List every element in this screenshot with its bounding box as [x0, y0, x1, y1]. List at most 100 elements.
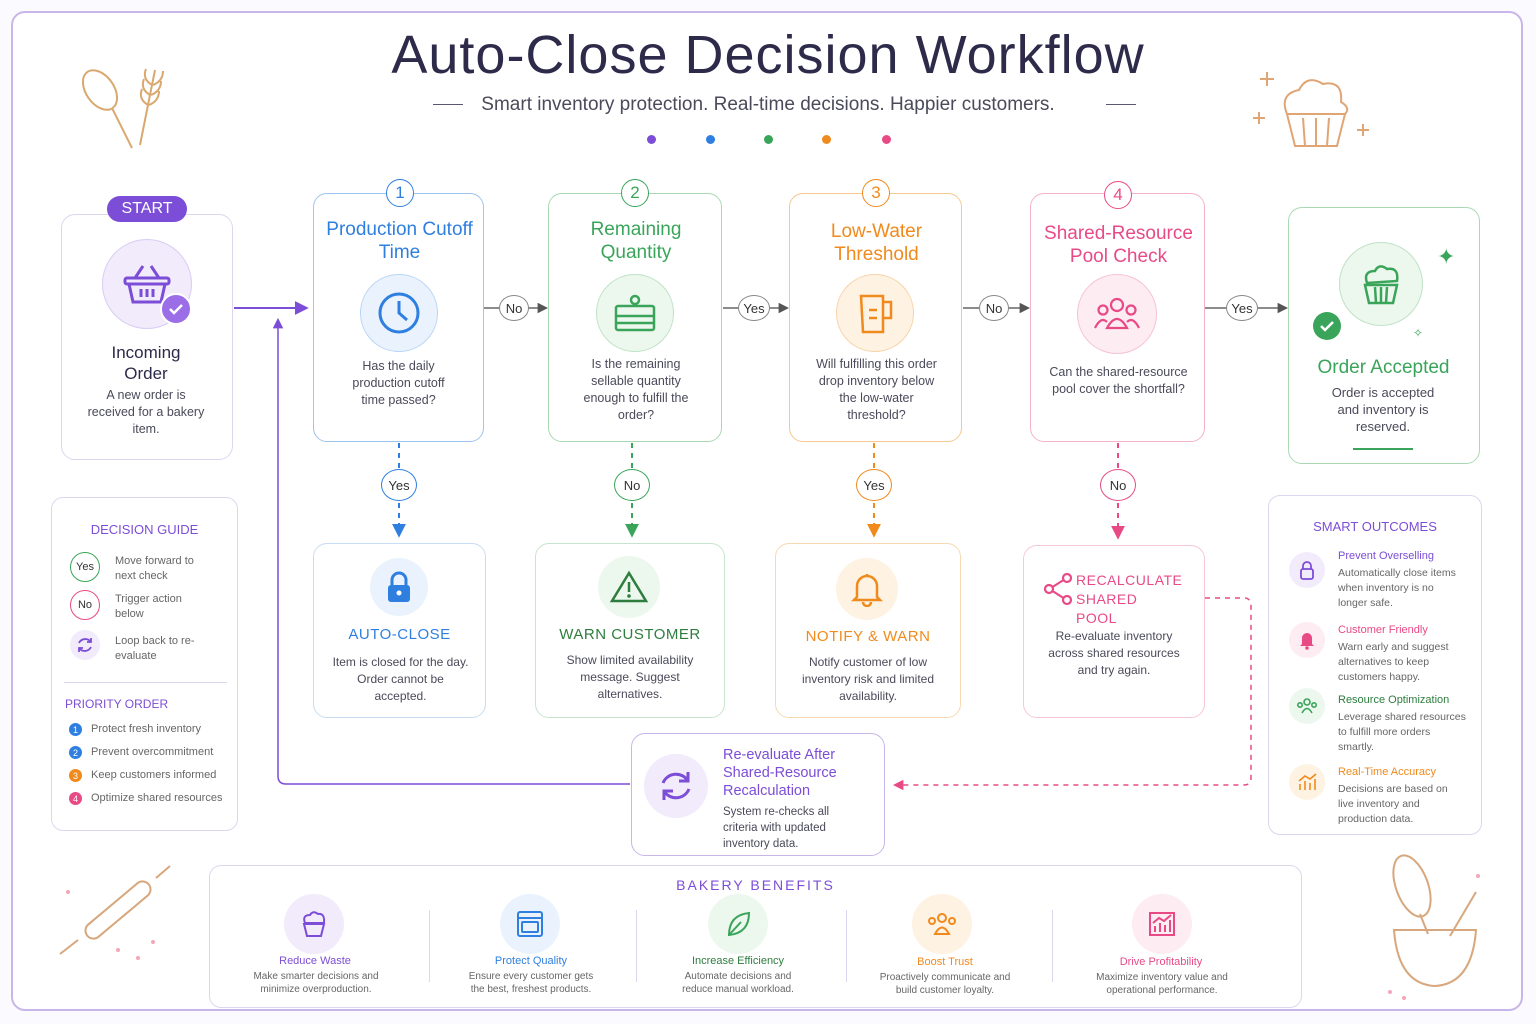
priority-4-number: 4: [69, 792, 82, 805]
outcome-1-text: Automatically close items when inventory…: [1338, 567, 1456, 609]
step-1-no-pill: No: [499, 295, 529, 321]
benefit-3-text: Automate decisions and reduce manual wor…: [682, 971, 794, 995]
step-1-yes-pill: Yes: [381, 469, 417, 501]
team-icon: [1077, 274, 1157, 354]
priority-1-number: 1: [69, 723, 82, 736]
step-1-title: Production Cutoff Time: [326, 219, 473, 263]
order-accepted-description: Order is accepted and inventory is reser…: [1331, 385, 1435, 434]
guide-no-text: Trigger action below: [115, 593, 182, 620]
step-4-no-pill: No: [1100, 469, 1136, 501]
step-2-card: Remaining Quantity Is the remaining sell…: [548, 193, 722, 442]
team-icon: [1289, 688, 1325, 724]
step-2-question: Is the remaining sellable quantity enoug…: [583, 357, 689, 422]
clock-icon: [360, 274, 438, 352]
priority-order-title: PRIORITY ORDER: [65, 697, 169, 711]
step-4-question: Can the shared-resource pool cover the s…: [1049, 365, 1188, 396]
benefit-1-title: Reduce Waste: [279, 955, 351, 967]
step-1-card: Production Cutoff Time Has the daily pro…: [313, 193, 484, 442]
subtitle-rule-right: [1106, 104, 1136, 105]
subtitle-rule-left: [433, 104, 463, 105]
cupcake-icon: [1339, 242, 1423, 326]
benefit-1-text: Make smarter decisions and minimize over…: [253, 971, 379, 995]
chart-icon: [1289, 764, 1325, 800]
color-dot: [822, 135, 831, 144]
step-4-yes-pill: Yes: [1226, 295, 1258, 321]
auto-close-title: AUTO-CLOSE: [348, 626, 451, 643]
page-subtitle: Smart inventory protection. Real-time de…: [481, 94, 1055, 115]
step-1-number: 1: [386, 179, 414, 207]
outcome-2-text: Warn early and suggest alternatives to k…: [1338, 641, 1449, 683]
color-dot: [764, 135, 773, 144]
benefit-2-text: Ensure every customer gets the best, fre…: [468, 971, 594, 995]
mixing-bowl-illustration: [1388, 854, 1480, 1000]
start-card: Incoming Order A new order is received f…: [61, 214, 233, 460]
step-4-title: Shared-Resource Pool Check: [1044, 223, 1193, 267]
outcome-1-title: Prevent Overselling: [1338, 550, 1434, 562]
start-title-line2: Order: [124, 364, 168, 383]
smart-outcomes-panel: SMART OUTCOMES Prevent Overselling Autom…: [1268, 495, 1482, 835]
priority-3-number: 3: [69, 769, 82, 782]
rolling-pin-illustration: [59, 865, 171, 960]
divider: [1052, 910, 1053, 982]
color-dot: [647, 135, 656, 144]
step-2-title: Remaining Quantity: [590, 219, 682, 263]
divider: [64, 682, 227, 683]
recalculate-pool-description: Re-evaluate inventory across shared reso…: [1048, 629, 1180, 677]
color-dot: [882, 135, 891, 144]
bell-icon: [836, 558, 898, 620]
divider: [846, 910, 847, 982]
guide-no-badge: No: [70, 590, 100, 620]
guide-yes-badge: Yes: [70, 552, 100, 582]
start-title-line1: Incoming: [111, 343, 181, 362]
measuring-jug-icon: [836, 274, 914, 352]
priority-3-text: Keep customers informed: [91, 769, 217, 781]
oven-icon: [500, 894, 560, 954]
order-accepted-title: Order Accepted: [1317, 357, 1450, 378]
step-1-question: Has the daily production cutoff time pas…: [352, 359, 445, 407]
step-3-number: 3: [862, 179, 890, 207]
outcome-3-title: Resource Optimization: [1338, 694, 1450, 706]
guide-loop-text: Loop back to re-evaluate: [115, 635, 195, 662]
benefit-2-title: Protect Quality: [494, 955, 568, 967]
reevaluate-description: System re-checks all criteria with updat…: [723, 806, 830, 850]
priority-2-text: Prevent overcommitment: [91, 746, 214, 758]
step-4-number: 4: [1104, 181, 1132, 209]
priority-4-text: Optimize shared resources: [91, 792, 223, 804]
benefit-4-title: Boost Trust: [917, 956, 973, 968]
divider: [429, 910, 430, 982]
step-3-question: Will fulfilling this order drop inventor…: [816, 357, 937, 422]
color-dot: [706, 135, 715, 144]
share-icon: [1042, 572, 1074, 611]
sparkle-icon: ✧: [1413, 326, 1424, 340]
divider: [636, 910, 637, 982]
reevaluate-title: Re-evaluate After Shared-Resource Recalc…: [723, 747, 837, 799]
priority-2-number: 2: [69, 746, 82, 759]
outcome-4-text: Decisions are based on live inventory an…: [1338, 783, 1448, 825]
lock-icon: [1289, 552, 1325, 588]
outcome-2-title: Customer Friendly: [1338, 624, 1428, 636]
step-2-number: 2: [621, 179, 649, 207]
order-accepted-card: ✦ ✧ Order Accepted Order is accepted and…: [1288, 207, 1480, 464]
auto-close-description: Item is closed for the day. Order cannot…: [332, 655, 469, 703]
step-3-no-pill: No: [979, 295, 1009, 321]
smart-outcomes-title: SMART OUTCOMES: [1313, 519, 1437, 534]
recalculate-pool-title: RECALCULATE SHARED POOL: [1076, 572, 1183, 626]
notify-warn-title: NOTIFY & WARN: [805, 628, 931, 645]
benefit-5-text: Maximize inventory value and operational…: [1096, 972, 1228, 996]
decision-guide-panel: DECISION GUIDE Yes Move forward to next …: [51, 497, 238, 831]
cake-slice-icon: [596, 274, 674, 352]
warning-icon: [598, 556, 660, 618]
check-icon: [1313, 312, 1341, 340]
step-3-title: Low-Water Threshold: [830, 221, 923, 265]
guide-yes-text: Move forward to next check: [115, 555, 194, 582]
cupcake-illustration: [1253, 72, 1369, 147]
benefit-5-title: Drive Profitability: [1119, 956, 1203, 968]
recalculate-pool-card: RECALCULATE SHARED POOL Re-evaluate inve…: [1023, 545, 1205, 718]
benefit-3-title: Increase Efficiency: [691, 955, 785, 967]
benefit-4-text: Proactively communicate and build custom…: [879, 972, 1011, 996]
start-badge: START: [107, 196, 187, 222]
outcome-3-text: Leverage shared resources to fulfill mor…: [1338, 711, 1466, 753]
lock-icon: [370, 558, 428, 616]
sparkle-icon: ✦: [1437, 244, 1456, 269]
